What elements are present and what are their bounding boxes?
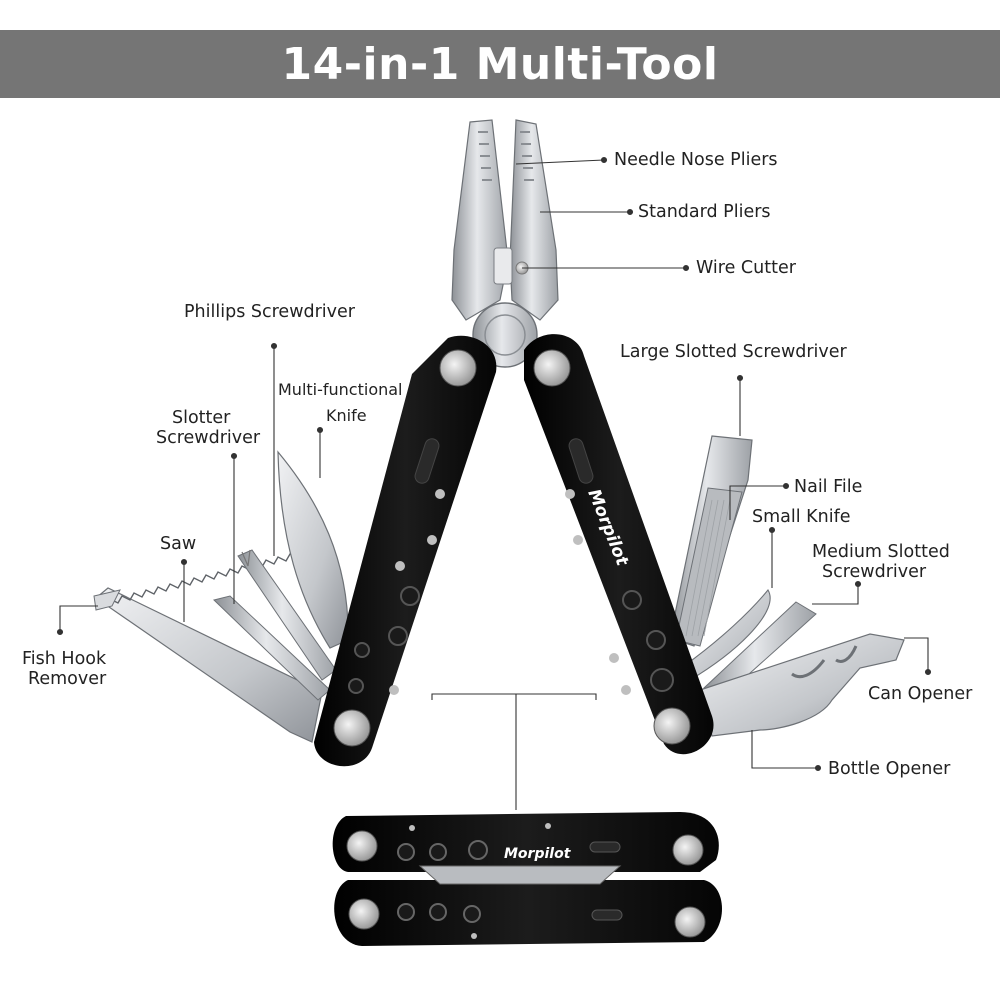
label-needle-nose-pliers: Needle Nose Pliers [614,150,778,170]
wire-cutter-notch [493,247,513,285]
label-saw: Saw [160,534,197,554]
label-bottle-opener: Bottle Opener [828,759,951,779]
right-tool-fan [669,435,905,737]
page-title: 14-in-1 Multi-Tool [281,38,719,90]
label-nail-file: Nail File [794,477,863,497]
nail-file [675,487,743,647]
label-standard-pliers: Standard Pliers [638,202,771,222]
label-fish-hook-remover-2: Remover [28,669,107,689]
fish-hook-remover [93,589,121,611]
label-fish-hook-remover-1: Fish Hook [22,649,107,669]
label-can-opener: Can Opener [868,684,973,704]
label-slotter-screwdriver-1: Slotter [172,408,231,428]
label-medium-slotted-screwdriver-1: Medium Slotted [812,542,950,562]
label-phillips-screwdriver: Phillips Screwdriver [184,302,355,322]
pliers-head [451,119,559,368]
pliers-jaw-left [451,119,509,321]
saw-blade [95,587,323,743]
left-tool-fan [93,450,349,743]
label-multi-functional-knife-2: Knife [326,406,367,425]
label-wire-cutter: Wire Cutter [696,258,796,278]
label-small-knife: Small Knife [752,507,851,527]
pliers-jaw-right [509,119,559,321]
bottle-opener-hook [791,659,826,679]
brand-logo-folded: Morpilot [504,846,572,862]
label-large-slotted-screwdriver: Large Slotted Screwdriver [620,342,847,362]
folded-tool: Morpilot [332,812,722,946]
handle-right: Morpilot [524,334,714,755]
label-slotter-screwdriver-2: Screwdriver [156,428,261,448]
leader-lines [56,156,932,810]
multi-functional-knife [277,450,349,649]
title-banner: 14-in-1 Multi-Tool [0,30,1000,98]
label-multi-functional-knife-1: Multi-functional [278,380,403,399]
label-medium-slotted-screwdriver-2: Screwdriver [822,562,927,582]
handle-left [314,335,497,767]
saw-teeth [97,553,299,607]
can-opener-blade [699,633,905,737]
